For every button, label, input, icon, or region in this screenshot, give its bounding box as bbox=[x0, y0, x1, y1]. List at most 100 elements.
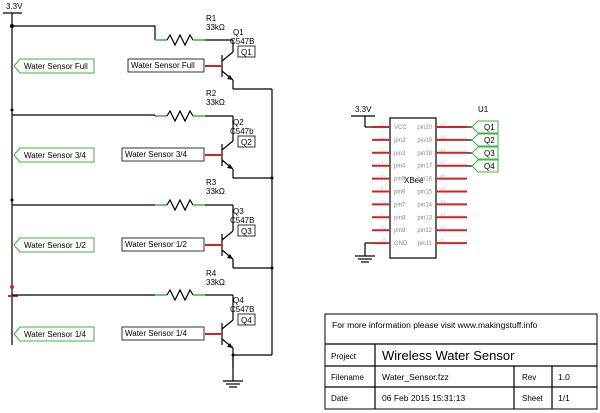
xbee-pin-number-left: 8 bbox=[381, 212, 384, 217]
xbee-pin-label-right: pin19 bbox=[417, 138, 432, 144]
xbee-pin-label-right: pin17 bbox=[417, 164, 432, 170]
resistor-r4 bbox=[166, 288, 194, 302]
xbee-pin-label-right: pin20 bbox=[417, 125, 432, 131]
xbee-pin-label-left: pin4 bbox=[394, 164, 406, 170]
xbee-net-text: Q4 bbox=[484, 162, 495, 171]
xbee-pin-number-left: 2 bbox=[381, 134, 384, 139]
resistor-r2 bbox=[166, 109, 194, 123]
xbee-net-text: Q1 bbox=[484, 123, 495, 132]
transistor-part: C547B bbox=[230, 305, 254, 314]
xbee-pin-number-left: 7 bbox=[381, 199, 384, 204]
transistor-ref: Q3 bbox=[233, 207, 244, 216]
transistor-part: C547B bbox=[230, 216, 254, 225]
xbee-net-label bbox=[471, 120, 499, 134]
transistor-part: C547B bbox=[230, 37, 254, 46]
resistor-value: 33kΩ bbox=[206, 187, 225, 196]
transistor-tag-box bbox=[237, 135, 256, 148]
sheet-value: 1/1 bbox=[558, 393, 570, 403]
ground-symbol bbox=[223, 370, 243, 388]
xbee-module: U1 XBee VCC pin20 1 20 pin2 pin19 2 19 pin3 pin18… bbox=[351, 105, 499, 263]
supply-net-label-left: 3.3V bbox=[6, 2, 23, 11]
supply-net-label-right: 3.3V bbox=[355, 105, 372, 114]
transistor-tag: Q4 bbox=[241, 316, 252, 325]
sensor-label-text: Water Sensor 1/2 bbox=[125, 240, 188, 249]
filename-value: Water_Sensor.fzz bbox=[382, 372, 449, 382]
xbee-pin-label-left: pin5 bbox=[394, 177, 406, 183]
xbee-pin-label-left: pin7 bbox=[394, 202, 406, 208]
rev-value: 1.0 bbox=[558, 372, 570, 382]
xbee-name: XBee bbox=[404, 176, 424, 185]
xbee-ref: U1 bbox=[478, 105, 489, 114]
xbee-pin-number-left: 3 bbox=[381, 147, 384, 152]
resistor-ref: R4 bbox=[206, 269, 217, 278]
xbee-net-text: Q3 bbox=[484, 149, 495, 158]
project-title: Wireless Water Sensor bbox=[382, 348, 515, 363]
sensor-net-label bbox=[13, 147, 95, 163]
xbee-pin-number-right: 20 bbox=[440, 122, 446, 127]
title-block-info: For more information please visit www.ma… bbox=[332, 320, 538, 330]
xbee-net-label bbox=[471, 146, 499, 160]
xbee-pin-label-right: pin16 bbox=[417, 177, 432, 183]
sensor-net-label bbox=[13, 326, 95, 342]
xbee-pin-label-left: VCC bbox=[394, 125, 407, 131]
xbee-pin-number-left: 9 bbox=[381, 225, 384, 230]
filename-label: Filename bbox=[331, 373, 364, 382]
xbee-pin-number-right: 17 bbox=[440, 160, 446, 165]
date-label: Date bbox=[331, 394, 348, 403]
resistor-value: 33kΩ bbox=[206, 278, 225, 287]
xbee-pin-number-left: 1 bbox=[381, 122, 384, 127]
transistor-ref: Q4 bbox=[233, 296, 244, 305]
sensor-net-text: Water Sensor Full bbox=[24, 62, 88, 71]
xbee-pin-label-left: pin2 bbox=[394, 138, 406, 144]
sensor-label-box bbox=[127, 58, 205, 73]
xbee-pin-label-right: pin12 bbox=[417, 228, 432, 234]
xbee-pin-number-left: 10 bbox=[381, 238, 387, 243]
xbee-pin-number-right: 12 bbox=[440, 225, 446, 230]
sensor-label-box bbox=[121, 237, 205, 252]
sensor-net-text: Water Sensor 1/4 bbox=[24, 330, 87, 339]
transistor-tag-box bbox=[237, 45, 256, 58]
xbee-pin-label-left: pin6 bbox=[394, 190, 406, 196]
sensor-label-text: Water Sensor 3/4 bbox=[125, 150, 188, 159]
resistor-ref: R3 bbox=[206, 178, 217, 187]
xbee-pin-label-right: pin13 bbox=[417, 215, 432, 221]
sensor-label-text: Water Sensor 1/4 bbox=[125, 329, 188, 338]
xbee-pin-label-left: pin9 bbox=[394, 228, 406, 234]
transistor-stage-3: R3 33kΩ Q3 C547B Q3 Water Sensor 1/2 Wat… bbox=[12, 178, 272, 269]
transistor-ref: Q2 bbox=[233, 118, 244, 127]
xbee-net-label bbox=[471, 133, 499, 147]
transistor-tag: Q1 bbox=[241, 48, 252, 57]
xbee-ground-symbol bbox=[355, 255, 375, 263]
transistor-stage-4: R4 33kΩ Q4 C547B Q4 Water Sensor 1/4 Wat… bbox=[12, 269, 256, 368]
transistor-part: C547b bbox=[230, 127, 254, 136]
resistor-ref: R2 bbox=[206, 89, 217, 98]
transistor-stage-1: R1 33kΩ Q1 C547B Q1 Water Sensor Full Wa… bbox=[12, 14, 256, 89]
resistor-ref: R1 bbox=[206, 14, 217, 23]
xbee-pin-number-right: 18 bbox=[440, 147, 446, 152]
xbee-pin-number-right: 11 bbox=[440, 238, 445, 243]
sensor-label-box bbox=[121, 326, 205, 341]
xbee-pin-label-right: pin14 bbox=[417, 202, 432, 208]
xbee-pin-label-left: pin8 bbox=[394, 215, 406, 221]
sensor-net-label bbox=[13, 237, 95, 253]
sensor-net-label bbox=[13, 58, 95, 74]
xbee-pin-number-right: 14 bbox=[440, 199, 446, 204]
xbee-body bbox=[389, 117, 437, 259]
resistor-r3 bbox=[166, 198, 194, 212]
xbee-pin-label-right: pin18 bbox=[417, 151, 432, 157]
transistor-tag: Q2 bbox=[241, 138, 252, 147]
xbee-pin-number-right: 19 bbox=[440, 134, 446, 139]
resistor-value: 33kΩ bbox=[206, 98, 225, 107]
title-block: For more information please visit www.ma… bbox=[324, 313, 598, 410]
xbee-pin-label-left: pin3 bbox=[394, 151, 406, 157]
resistor-value: 33kΩ bbox=[206, 23, 225, 32]
xbee-net-text: Q2 bbox=[484, 136, 495, 145]
resistor-r1 bbox=[166, 33, 194, 47]
transistor-tag-box bbox=[237, 313, 256, 326]
date-value: 06 Feb 2015 15:31:13 bbox=[382, 393, 465, 403]
xbee-pin-label-right: pin15 bbox=[417, 190, 432, 196]
transistor-ref: Q1 bbox=[233, 28, 244, 37]
rev-label: Rev bbox=[522, 373, 536, 382]
xbee-pin-number-right: 15 bbox=[440, 186, 446, 191]
